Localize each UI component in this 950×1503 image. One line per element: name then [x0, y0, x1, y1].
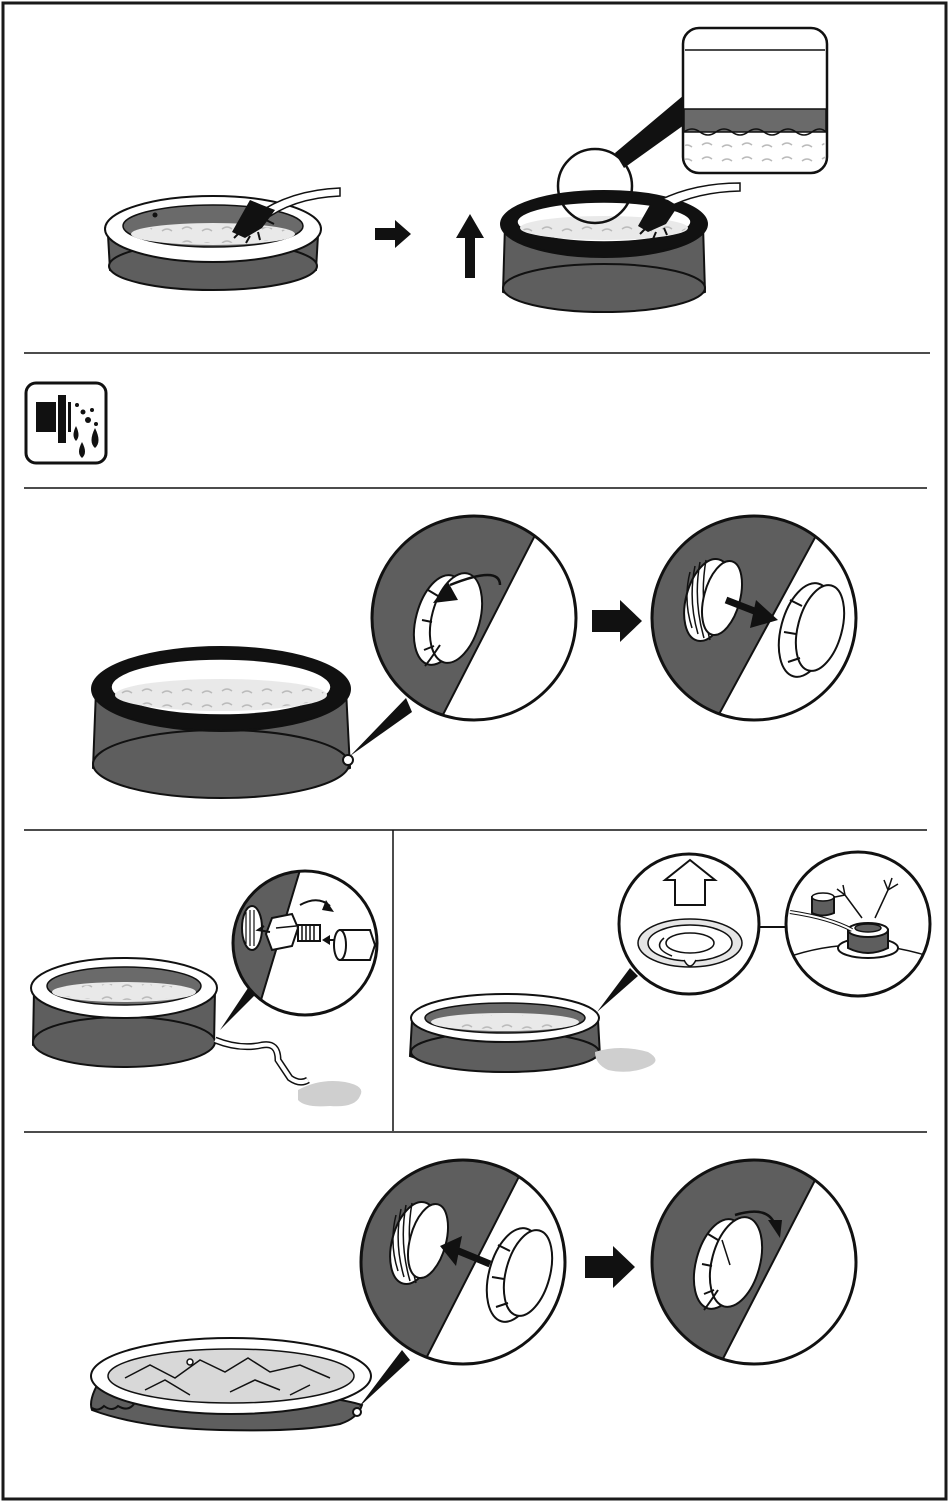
pool-partially-filled	[105, 196, 321, 290]
air-valve-open-magnifier	[619, 854, 759, 994]
spray-water-icon	[26, 383, 106, 463]
pool-deflated	[91, 1338, 371, 1430]
pool-full-drain-location	[92, 647, 353, 798]
pool-deflating	[410, 994, 600, 1072]
section-maintenance-icon	[26, 383, 106, 463]
pool-draining-with-hose	[31, 958, 217, 1067]
pool-filled-ring-risen	[501, 191, 707, 312]
